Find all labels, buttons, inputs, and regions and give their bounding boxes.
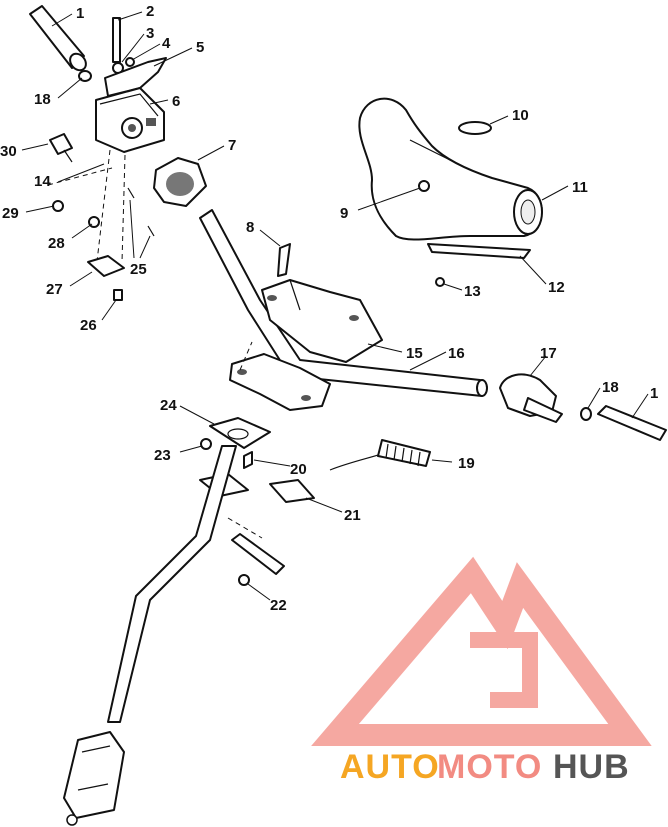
callout-15: 15 [406,345,423,362]
bolt-29-part [52,200,64,212]
callout-2: 2 [146,3,154,20]
cover-ring-part [153,157,207,207]
callout-27: 27 [46,281,63,298]
callout-8: 8 [246,219,254,236]
callout-29: 29 [2,205,19,222]
screw-25b-part [147,225,155,237]
callout-14: 14 [34,173,51,190]
watermark-logo-icon [311,556,652,746]
handlebar-part [199,209,488,397]
watermark-part2: MOTO [437,748,542,786]
callout-30: 30 [0,143,17,160]
callout-16: 16 [448,345,465,362]
upper-clamp-part [261,279,383,363]
bolt-26-part [113,289,123,301]
callout-22: 22 [270,597,287,614]
callout-11: 11 [572,179,588,196]
bolt-23-part [200,438,212,450]
callout-10: 10 [512,107,529,124]
sleeve-22-part [231,533,285,575]
switch-part [49,133,73,163]
pin-part [112,17,121,63]
callout-1-right: 1 [650,385,658,402]
callout-25: 25 [130,261,147,278]
clamp-plate-part [87,255,125,277]
callout-4: 4 [162,35,171,52]
bolt-20-part [243,451,253,469]
callout-9: 9 [340,205,348,222]
callout-24: 24 [160,397,177,414]
pad-strap-part [427,243,531,259]
cable-spring-part [329,439,431,471]
callout-3: 3 [146,25,154,42]
callout-18-right: 18 [602,379,619,396]
callout-18-left: 18 [34,91,51,108]
callout-21: 21 [344,507,361,524]
callout-28: 28 [48,235,65,252]
callout-7: 7 [228,137,236,154]
callout-17: 17 [540,345,557,362]
watermark-text: AUTO MOTO HUB [340,748,630,786]
bolt-22-part [238,574,250,586]
callout-23: 23 [154,447,171,464]
watermark-part3: HUB [553,748,630,786]
steering-column-part [107,445,237,723]
flange-part [209,417,271,449]
screw-13-part [435,277,445,287]
washer-right-part [580,407,592,421]
control-housing-part [95,87,165,153]
right-grip-part [597,405,667,441]
bolt-8-part [277,243,291,277]
emblem-part [458,121,492,135]
left-grip-part [29,5,87,72]
watermark-part1: AUTO [340,748,440,786]
callout-6: 6 [172,93,180,110]
column-foot-part [63,731,125,826]
callout-1-left: 1 [76,5,84,22]
lower-clamp-part [229,353,331,411]
leader-lines [21,11,649,601]
callout-12: 12 [548,279,565,296]
brake-control-part [499,373,563,423]
callout-20: 20 [290,461,307,478]
callout-5: 5 [196,39,204,56]
screw-25a-part [127,187,135,199]
callout-13: 13 [464,283,481,300]
callout-labels: 1 2 3 4 5 18 6 30 7 14 29 28 25 27 26 8 … [0,3,658,614]
handlebar-pad-part [358,97,543,241]
callout-26: 26 [80,317,97,334]
callout-19: 19 [458,455,475,472]
bracket-21-part [269,479,315,503]
